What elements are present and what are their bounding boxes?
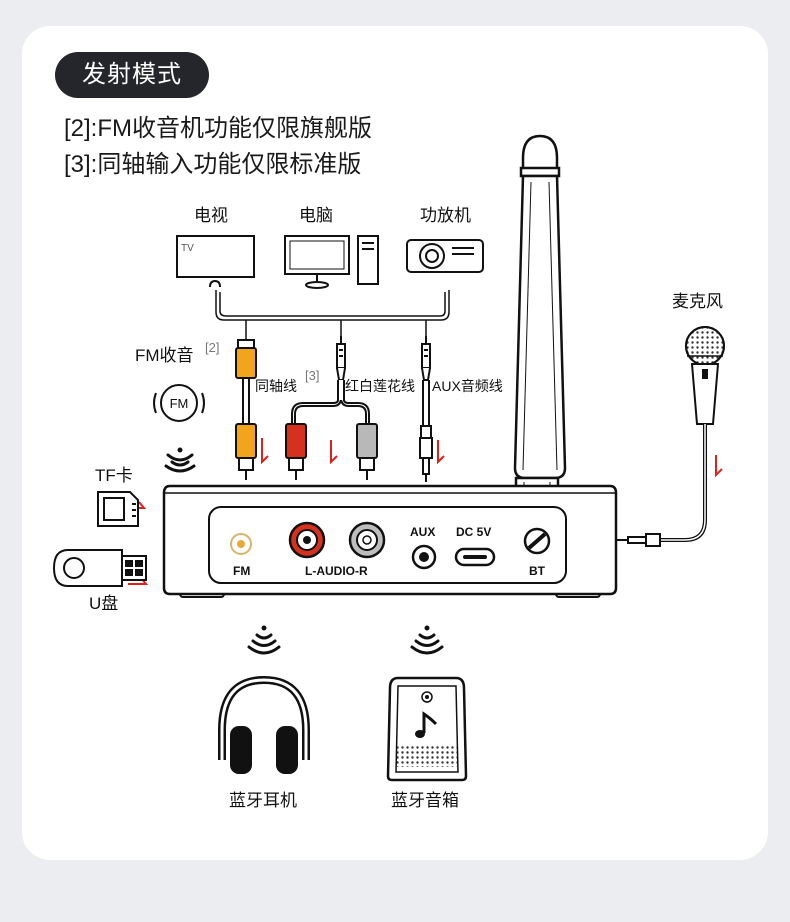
amplifier-icon — [406, 239, 484, 273]
fm-port — [230, 533, 252, 555]
rca-right-port — [348, 521, 386, 559]
aux-port — [411, 544, 437, 570]
usb-drive-label: U盘 — [89, 594, 119, 613]
aux-cable-label: AUX音频线 — [432, 378, 503, 394]
rca-left-port — [288, 521, 326, 559]
coaxial-cable-note: [3] — [305, 368, 320, 383]
coaxial-cable — [235, 339, 257, 480]
computer-label: 电脑 — [299, 206, 333, 225]
signal-waves-icon — [247, 625, 281, 655]
headphones-label: 蓝牙耳机 — [229, 791, 297, 810]
antenna — [513, 134, 567, 526]
aux-cable — [419, 336, 433, 482]
rca-cable-label: 红白莲花线 — [345, 378, 415, 394]
microphone-icon — [616, 326, 725, 547]
speaker-icon — [386, 676, 468, 782]
signal-waves-icon — [410, 625, 444, 655]
microphone-label: 麦克风 — [672, 292, 723, 311]
audio-port-label: L-AUDIO-R — [305, 564, 368, 578]
note-fm-radio: [2]:FM收音机功能仅限旗舰版 — [64, 115, 373, 142]
fm-radio-icon: FM — [153, 384, 205, 422]
fm-port-label: FM — [233, 564, 251, 578]
tf-card-icon — [97, 491, 139, 527]
signal-waves-icon — [164, 447, 196, 473]
svg-text:FM: FM — [170, 396, 189, 411]
computer-icon — [284, 235, 379, 289]
tf-card-label: TF卡 — [95, 466, 133, 485]
headphones-icon — [218, 675, 310, 774]
amplifier-label: 功放机 — [420, 206, 471, 225]
aux-port-label: AUX — [410, 525, 436, 539]
coaxial-cable-label: 同轴线 — [255, 378, 297, 394]
usb-drive-icon — [52, 549, 147, 587]
bt-port-label: BT — [529, 564, 545, 578]
tv-icon — [176, 235, 255, 288]
fm-radio-note: [2] — [205, 340, 220, 355]
dc-port-label: DC 5V — [456, 525, 492, 539]
fm-radio-label: FM收音 — [135, 346, 194, 365]
mode-title-badge: 发射模式 — [55, 52, 209, 98]
tv-screen-text: TV — [181, 243, 194, 254]
tv-label: 电视 — [194, 206, 228, 225]
note-coaxial: [3]:同轴输入功能仅限标准版 — [64, 151, 362, 178]
speaker-label: 蓝牙音箱 — [391, 791, 459, 810]
rca-cable — [285, 336, 378, 480]
bt-antenna-connector — [523, 527, 551, 555]
dc-port — [454, 547, 496, 567]
